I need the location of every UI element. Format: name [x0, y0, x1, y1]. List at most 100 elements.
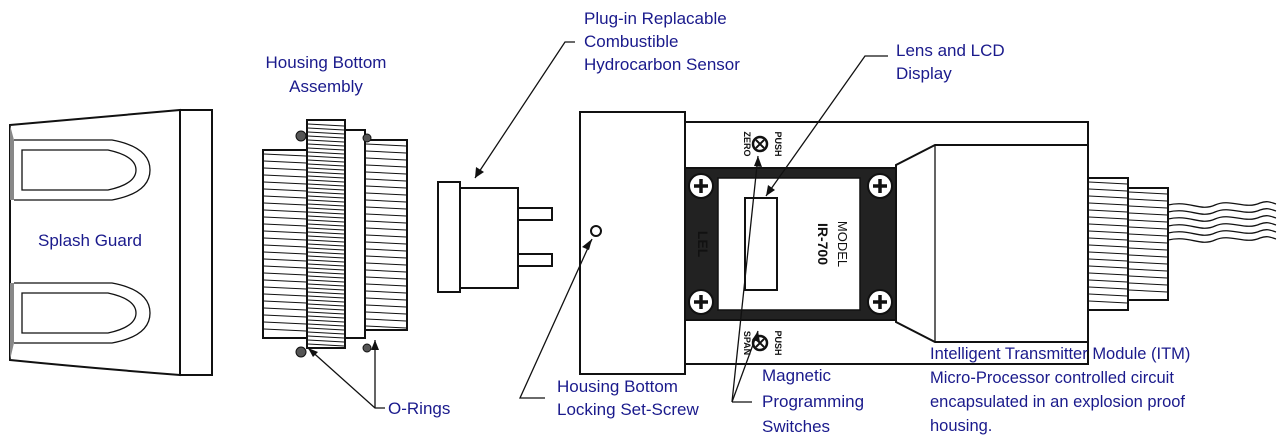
- thread-line: [365, 241, 407, 245]
- o-ring-bottom-right: [362, 343, 372, 353]
- thread-line: [1088, 265, 1128, 269]
- knurl-line: [307, 299, 345, 303]
- knurl-line: [307, 291, 345, 295]
- knurl-line: [307, 259, 345, 263]
- set-screw-label-1: Housing Bottom: [557, 377, 678, 396]
- knurl-line: [307, 143, 345, 147]
- thread-line: [1088, 202, 1128, 206]
- thread-line: [263, 279, 307, 283]
- thread-line: [1088, 244, 1128, 248]
- thread-line: [263, 223, 307, 227]
- thread-line: [365, 192, 407, 196]
- itm-label-1: Intelligent Transmitter Module (ITM): [930, 345, 1190, 363]
- magnetic-switches-label-3: Switches: [762, 417, 830, 436]
- splash-guard: [9, 108, 213, 377]
- thread-line: [263, 321, 307, 325]
- thread-line: [263, 202, 307, 206]
- set-screw-label-2: Locking Set-Screw: [557, 400, 699, 419]
- thread-line: [263, 328, 307, 332]
- thread-line: [1088, 223, 1128, 227]
- thread-line: [263, 286, 307, 290]
- thread-line: [263, 167, 307, 171]
- magnetic-switches-label-2: Programming: [762, 392, 864, 411]
- thread-line: [263, 216, 307, 220]
- thread-line: [1128, 289, 1168, 293]
- hydrocarbon-sensor: [437, 181, 553, 293]
- thread-line: [365, 290, 407, 294]
- thread-line: [263, 272, 307, 276]
- o-rings-label: O-Rings: [388, 399, 450, 418]
- thread-line: [365, 227, 407, 231]
- knurl-line: [307, 135, 345, 139]
- knurl-line: [307, 275, 345, 279]
- thread-line: [1088, 279, 1128, 283]
- housing-bottom-assembly: [262, 119, 408, 358]
- faceplate-screw-tl: [688, 173, 714, 199]
- lens-lcd-label-2: Display: [896, 64, 952, 83]
- transmitter-housing: LEL MODEL IR-700 PUSH ZERO PUSH SPAN: [579, 111, 1169, 375]
- knurl-line: [307, 279, 345, 283]
- faceplate-screw-tr: [867, 173, 893, 199]
- sensor-label-1: Plug-in Replacable: [584, 9, 727, 28]
- knurl-line: [307, 231, 345, 235]
- thread-line: [263, 181, 307, 185]
- knurl-line: [307, 207, 345, 211]
- thread-line: [1128, 247, 1168, 251]
- knurl-line: [307, 227, 345, 231]
- knurl-line: [307, 307, 345, 311]
- o-ring-top-left: [295, 130, 307, 142]
- thread-line: [1128, 205, 1168, 209]
- knurled-ring-lines: [307, 123, 345, 347]
- thread-line: [1128, 240, 1168, 244]
- right-thread-lines: [365, 143, 407, 329]
- sensor-label-3: Hydrocarbon Sensor: [584, 55, 740, 74]
- knurl-line: [307, 195, 345, 199]
- knurl-line: [307, 163, 345, 167]
- thread-line: [263, 195, 307, 199]
- model-number-text: IR-700: [815, 223, 831, 265]
- thread-line: [1128, 261, 1168, 265]
- knurl-line: [307, 287, 345, 291]
- knurl-line: [307, 183, 345, 187]
- thread-line: [365, 143, 407, 147]
- housing-bottom-assembly-label-2: Assembly: [289, 77, 363, 96]
- thread-line: [365, 150, 407, 154]
- model-text: MODEL: [835, 221, 850, 267]
- knurl-line: [307, 303, 345, 307]
- thread-line: [365, 269, 407, 273]
- thread-line: [365, 234, 407, 238]
- set-screw-hole: [590, 225, 602, 237]
- thread-line: [365, 213, 407, 217]
- thread-line: [263, 174, 307, 178]
- knurl-line: [307, 187, 345, 191]
- thread-line: [365, 262, 407, 266]
- thread-line: [365, 171, 407, 175]
- knurl-line: [307, 339, 345, 343]
- knurl-line: [307, 315, 345, 319]
- wire-leads: [1167, 201, 1277, 243]
- thread-line: [1088, 209, 1128, 213]
- itm-label-3: encapsulated in an explosion proof: [930, 393, 1185, 411]
- thread-line: [365, 297, 407, 301]
- thread-line: [1088, 230, 1128, 234]
- knurl-line: [307, 283, 345, 287]
- thread-line: [263, 265, 307, 269]
- knurl-line: [307, 159, 345, 163]
- thread-line: [263, 188, 307, 192]
- thread-line: [1128, 282, 1168, 286]
- knurl-line: [307, 335, 345, 339]
- thread-line: [263, 307, 307, 311]
- knurl-line: [307, 155, 345, 159]
- knurl-line: [307, 199, 345, 203]
- housing-bottom-assembly-label-1: Housing Bottom: [266, 53, 387, 72]
- zero-push-text: PUSH: [773, 131, 783, 156]
- thread-line: [263, 300, 307, 304]
- leader-lines: [307, 41, 888, 409]
- knurl-line: [307, 243, 345, 247]
- knurl-line: [307, 251, 345, 255]
- thread-line: [1088, 216, 1128, 220]
- thread-line: [365, 325, 407, 329]
- knurl-line: [307, 271, 345, 275]
- knurl-line: [307, 263, 345, 267]
